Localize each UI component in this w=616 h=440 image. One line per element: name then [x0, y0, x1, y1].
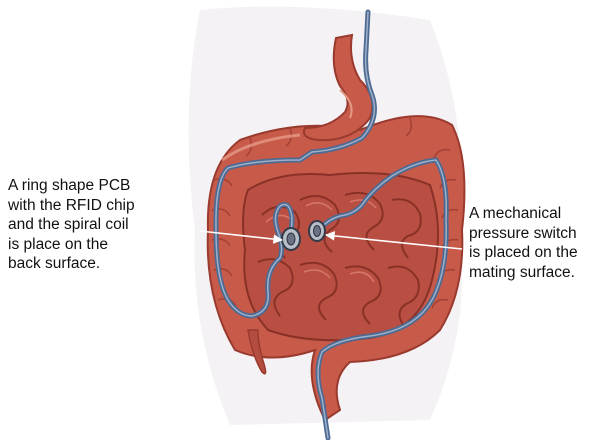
ring-pcb-device: [282, 228, 300, 250]
annotation-line: A ring shape PCB: [8, 176, 135, 196]
annotation-line: A mechanical: [469, 204, 578, 224]
annotation-line: back surface.: [8, 254, 135, 274]
small-intestine: [243, 173, 438, 340]
ring-pcb-annotation: A ring shape PCB with the RFID chip and …: [8, 176, 135, 274]
annotation-line: with the RFID chip: [8, 196, 135, 216]
annotation-line: is placed on the: [469, 243, 578, 263]
annotation-line: mating surface.: [469, 263, 578, 283]
pressure-switch-annotation: A mechanical pressure switch is placed o…: [469, 204, 578, 282]
annotation-line: and the spiral coil: [8, 215, 135, 235]
annotation-line: is place on the: [8, 235, 135, 255]
annotation-line: pressure switch: [469, 224, 578, 244]
pressure-switch-device: [309, 221, 325, 241]
